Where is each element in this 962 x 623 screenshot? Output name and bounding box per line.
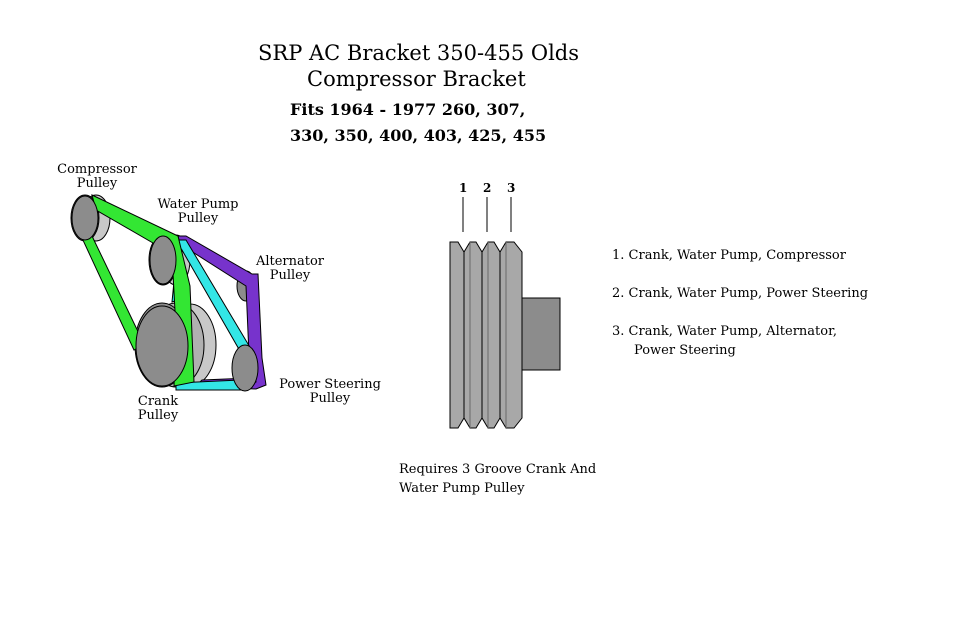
water-pump-pulley-face <box>149 235 177 285</box>
legend-item-3: 3. Crank, Water Pump, Alternator, <box>612 324 838 339</box>
belt-3-purple <box>177 235 267 390</box>
power-steering-pulley <box>231 344 259 392</box>
legend-item-2: 2. Crank, Water Pump, Power Steering <box>612 286 869 301</box>
three-groove-pulley <box>449 241 561 429</box>
crank-pulley-face <box>135 305 189 387</box>
page-title: SRP AC Bracket 350-455 Olds <box>258 41 580 65</box>
compressor-pulley-face <box>71 195 99 241</box>
legend-item-1: 1. Crank, Water Pump, Compressor <box>612 248 846 263</box>
groove-number-2: 2 <box>483 181 492 195</box>
groove-number-1: 1 <box>459 181 468 195</box>
legend-item-3-continued: Power Steering <box>634 343 736 358</box>
groove-leader-lines <box>462 197 512 232</box>
fits-line-1: Fits 1964 - 1977 260, 307, <box>290 100 526 119</box>
requirement-note-line-1: Requires 3 Groove Crank And <box>399 462 597 477</box>
page-subtitle: Compressor Bracket <box>307 67 526 91</box>
requirement-note-line-2: Water Pump Pulley <box>399 481 525 496</box>
groove-number-3: 3 <box>507 181 516 195</box>
fits-line-2: 330, 350, 400, 403, 425, 455 <box>290 126 547 145</box>
